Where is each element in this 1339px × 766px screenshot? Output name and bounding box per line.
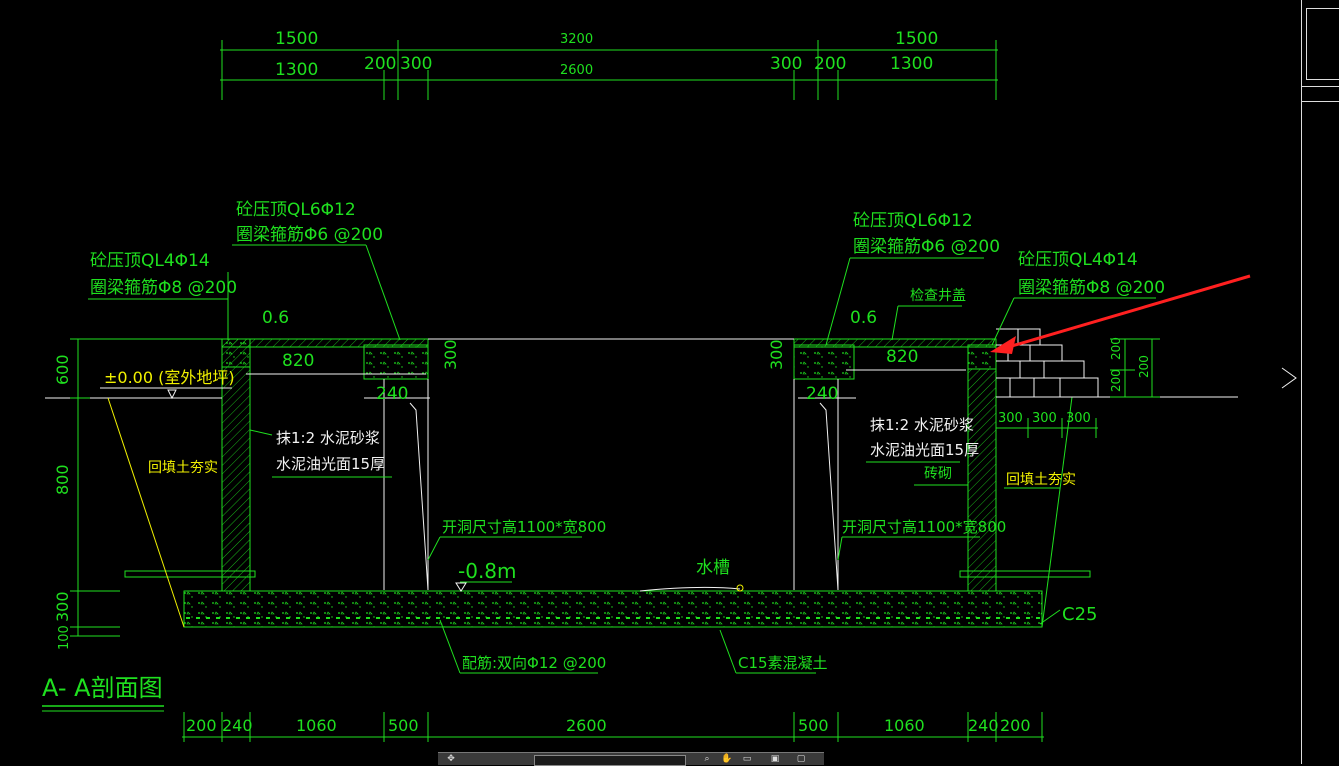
drawing-title: A- A剖面图 bbox=[42, 674, 163, 702]
bottom-dim-1060-right: 1060 bbox=[884, 716, 925, 735]
bottom-dim-2600: 2600 bbox=[566, 716, 607, 735]
label-slope-right: 0.6 bbox=[850, 308, 877, 328]
label-span-left: 820 bbox=[282, 351, 314, 371]
bottom-dim-500-right: 500 bbox=[798, 716, 829, 735]
label-ground-level: ±0.00 (室外地坪) bbox=[104, 368, 235, 387]
command-input[interactable] bbox=[534, 755, 686, 766]
right-footing-ledge bbox=[959, 570, 1091, 578]
label-ql6-left-1: 砼压顶QL6Φ12 bbox=[236, 200, 356, 220]
left-footing-ledge bbox=[124, 570, 256, 578]
label-beam-w-left: 240 bbox=[376, 384, 408, 404]
label-span-right: 820 bbox=[886, 347, 918, 367]
label-trough: 水槽 bbox=[696, 558, 730, 578]
right-ring-beam-ql4 bbox=[967, 344, 997, 370]
label-ql4-left-1: 砼压顶QL4Φ14 bbox=[90, 251, 210, 271]
label-slope-left: 0.6 bbox=[262, 308, 289, 328]
leader-lines bbox=[42, 244, 1156, 712]
bottom-dim-200-left: 200 bbox=[186, 716, 217, 735]
right-side-panel bbox=[1301, 0, 1339, 764]
base-slab-c25 bbox=[183, 590, 1043, 628]
bottom-dim-240-right: 240 bbox=[968, 716, 999, 735]
pan-icon[interactable]: ✋ bbox=[721, 754, 733, 764]
top-dim-1300-right: 1300 bbox=[890, 54, 933, 74]
left-ring-beam-ql6 bbox=[363, 344, 429, 380]
left-dim-300: 300 bbox=[53, 591, 72, 622]
top-dim-3200: 3200 bbox=[560, 32, 593, 47]
label-rebar: 配筋:双向Φ12 @200 bbox=[462, 654, 606, 672]
label-plaster-right-1: 抹1:2 水泥砂浆 bbox=[870, 416, 974, 434]
top-dim-1500-left: 1500 bbox=[275, 29, 318, 49]
bottom-dim-500-left: 500 bbox=[388, 716, 419, 735]
right-dim-200-a: 200 bbox=[1109, 337, 1123, 360]
label-brick: 砖砌 bbox=[924, 466, 952, 482]
bottom-dim-240-left: 240 bbox=[222, 716, 253, 735]
left-dim-100: 100 bbox=[57, 625, 72, 650]
label-ql4-left-2: 圈梁箍筋Φ8 @200 bbox=[90, 278, 237, 298]
command-bar[interactable]: ✥ ⌕ ✋ ▭ ▣ ▢ bbox=[438, 752, 824, 766]
label-plaster-left-2: 水泥油光面15厚 bbox=[276, 455, 385, 473]
bottom-dim-200-right: 200 bbox=[1000, 716, 1031, 735]
right-cover-slab bbox=[793, 338, 997, 348]
top-dim-200-right: 200 bbox=[814, 54, 846, 74]
settings-icon[interactable]: ▣ bbox=[770, 754, 780, 764]
right-small-dim-300-c: 300 bbox=[1066, 411, 1091, 426]
label-opening-right: 开洞尺寸高1100*宽800 bbox=[842, 518, 1006, 536]
right-dim-200-c: 200 bbox=[1137, 355, 1151, 378]
red-arrow-annotation bbox=[990, 274, 1251, 354]
top-dimensions bbox=[220, 40, 998, 100]
left-dim-600: 600 bbox=[53, 354, 72, 385]
label-level: -0.8m bbox=[458, 559, 517, 583]
label-beam-h-right: 300 bbox=[767, 339, 786, 370]
top-dim-300-right: 300 bbox=[770, 54, 802, 74]
zoom-icon[interactable]: ⌕ bbox=[704, 754, 710, 764]
top-dim-1300-left: 1300 bbox=[275, 60, 318, 80]
right-ring-beam-ql6 bbox=[793, 344, 855, 380]
label-beam-h-left: 300 bbox=[441, 339, 460, 370]
close-icon[interactable]: ▢ bbox=[796, 754, 806, 764]
right-dim-200-b: 200 bbox=[1109, 369, 1123, 392]
inner-piers bbox=[383, 379, 839, 591]
label-ql6-right-2: 圈梁箍筋Φ6 @200 bbox=[853, 237, 1000, 257]
right-small-dim-300-a: 300 bbox=[998, 411, 1023, 426]
top-dim-200-left: 200 bbox=[364, 54, 396, 74]
top-dim-1500-right: 1500 bbox=[895, 29, 938, 49]
nav-arrow-icon[interactable]: ✥ bbox=[447, 754, 455, 764]
left-ring-beam-ql4 bbox=[221, 338, 251, 368]
label-plaster-left-1: 抹1:2 水泥砂浆 bbox=[276, 429, 380, 447]
label-c25: C25 bbox=[1062, 604, 1097, 625]
label-beam-w-right: 240 bbox=[806, 384, 838, 404]
label-opening-left: 开洞尺寸高1100*宽800 bbox=[442, 518, 606, 536]
left-dim-800: 800 bbox=[53, 464, 72, 495]
label-c15: C15素混凝土 bbox=[738, 654, 828, 672]
right-small-dim-300-b: 300 bbox=[1032, 411, 1057, 426]
label-backfill-left: 回填土夯实 bbox=[148, 460, 218, 476]
label-ql6-left-2: 圈梁箍筋Φ6 @200 bbox=[236, 225, 383, 245]
label-backfill-right: 回填土夯实 bbox=[1006, 472, 1076, 488]
bottom-dim-1060-left: 1060 bbox=[296, 716, 337, 735]
label-manhole-cover: 检查井盖 bbox=[910, 288, 966, 304]
elevation-markers bbox=[167, 367, 1297, 592]
top-dim-2600: 2600 bbox=[560, 63, 593, 78]
bottom-dimensions bbox=[182, 712, 1044, 742]
left-dimensions bbox=[70, 338, 222, 637]
right-dimensions bbox=[995, 338, 1160, 438]
window-icon[interactable]: ▭ bbox=[742, 754, 752, 764]
right-outer-wall bbox=[967, 368, 997, 592]
label-ql6-right-1: 砼压顶QL6Φ12 bbox=[853, 211, 973, 231]
top-dim-300-left: 300 bbox=[400, 54, 432, 74]
label-ql4-right-1: 砼压顶QL4Φ14 bbox=[1018, 250, 1138, 270]
label-plaster-right-2: 水泥油光面15厚 bbox=[870, 441, 979, 459]
label-ql4-right-2: 圈梁箍筋Φ8 @200 bbox=[1018, 278, 1165, 298]
